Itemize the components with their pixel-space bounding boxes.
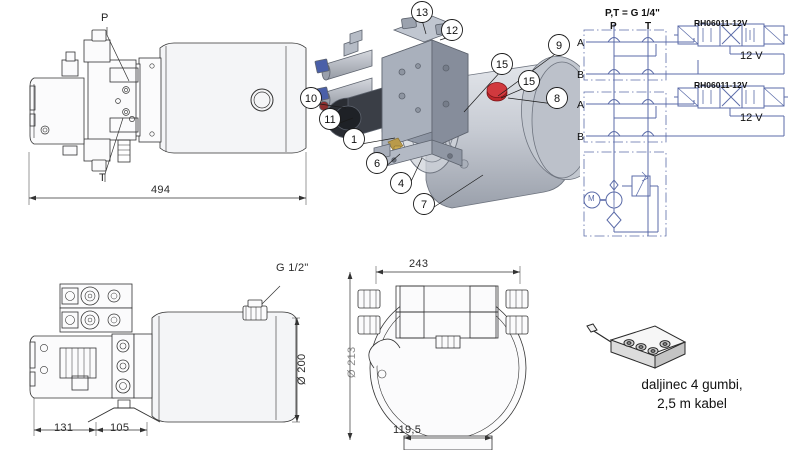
end-view	[347, 266, 529, 450]
end-view-base-dimension: 119,5	[393, 424, 422, 436]
schematic-valve1-voltage-label: 12 V	[740, 50, 763, 62]
schematic-motor-label: M	[588, 194, 595, 203]
front-view-left-dimension: 131	[54, 422, 74, 434]
end-view-height-dimension: Ø 213	[346, 346, 358, 378]
balloon-circle-1	[343, 128, 365, 150]
schematic-valve2-port-a-label: A	[577, 99, 585, 111]
balloon-circle-11	[319, 108, 341, 130]
front-view-diameter-dimension: Ø 200	[296, 353, 308, 385]
hydraulic-schematic	[583, 23, 788, 237]
side-view-length-dimension: 494	[151, 184, 171, 196]
balloon-circle-15	[518, 70, 540, 92]
schematic-port-t-label: T	[645, 21, 652, 32]
front-view	[29, 283, 300, 436]
balloon-label-6: 6	[374, 158, 380, 170]
balloon-circle-4	[390, 172, 412, 194]
balloon-label-7: 7	[421, 199, 427, 211]
end-view-width-dimension: 243	[409, 258, 429, 270]
balloon-label-4: 4	[398, 178, 404, 190]
schematic-valve2-model-label: RH06011-12V	[694, 80, 748, 90]
front-view-fill-port-label: G 1/2"	[276, 262, 309, 274]
side-view-port-t-label: T	[99, 172, 106, 184]
balloon-label-10: 10	[305, 93, 317, 105]
balloon-circle-6	[366, 152, 388, 174]
balloon-circle-15	[491, 53, 513, 75]
schematic-port-p-label: P	[610, 21, 617, 32]
balloon-circle-9	[548, 34, 570, 56]
schematic-valve1-port-a-label: A	[577, 37, 585, 49]
side-view-port-p-label: P	[101, 12, 109, 24]
remote-control-caption-line1: daljinec 4 gumbi,	[641, 377, 743, 392]
front-view-right-dimension: 105	[110, 422, 130, 434]
balloon-label-15: 15	[523, 76, 535, 88]
balloon-circle-12	[441, 19, 463, 41]
schematic-valve2-port-b-label: B	[577, 131, 585, 143]
remote-control-icon	[586, 323, 687, 369]
remote-control-caption-line2: 2,5 m kabel	[657, 396, 727, 411]
balloon-label-12: 12	[446, 25, 458, 37]
balloon-label-11: 11	[324, 114, 335, 126]
balloon-label-15: 15	[496, 59, 508, 71]
balloon-circle-10	[300, 87, 322, 109]
schematic-port-spec-label: P,T = G 1/4"	[605, 8, 660, 19]
side-view	[28, 27, 307, 205]
schematic-valve2-voltage-label: 12 V	[740, 112, 763, 124]
balloon-circle-8	[546, 87, 568, 109]
schematic-valve1-model-label: RH06011-12V	[694, 18, 748, 28]
balloon-label-1: 1	[351, 134, 357, 146]
schematic-valve1-port-b-label: B	[577, 69, 585, 81]
balloon-circle-13	[411, 1, 433, 23]
balloon-label-9: 9	[556, 40, 562, 52]
balloon-label-8: 8	[554, 93, 560, 105]
balloon-label-13: 13	[416, 7, 428, 19]
balloon-circle-7	[413, 193, 435, 215]
